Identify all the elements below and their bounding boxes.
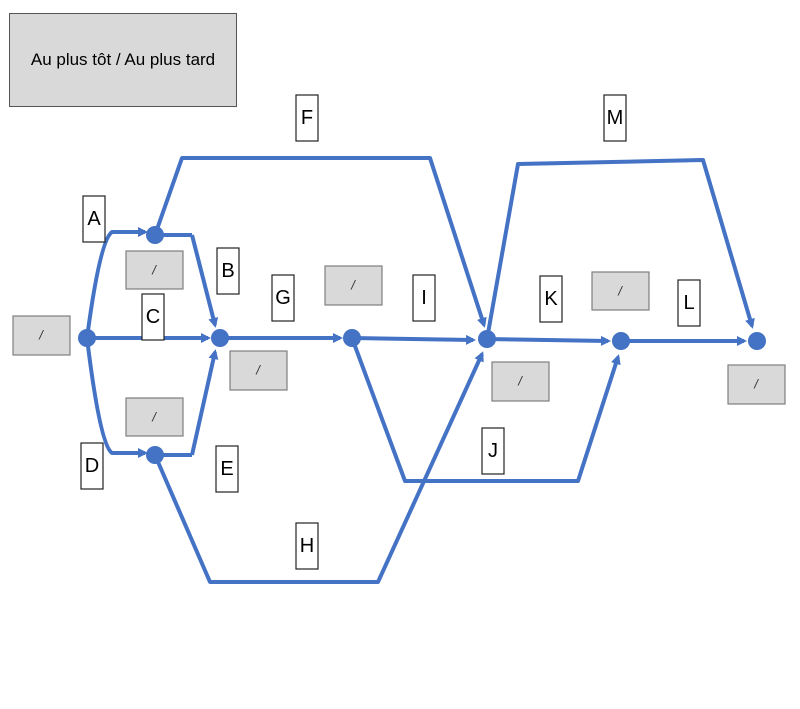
- svg-text:E: E: [220, 458, 233, 480]
- date-box-end[interactable]: /: [727, 364, 786, 405]
- svg-text:K: K: [544, 288, 558, 310]
- label-g: G: [271, 274, 295, 322]
- edge-d: [85, 337, 148, 458]
- node-end: [748, 332, 766, 350]
- svg-text:J: J: [488, 440, 498, 462]
- edge-a: [85, 227, 148, 339]
- date-box-merge-jk[interactable]: /: [591, 271, 650, 311]
- edge-e: [190, 349, 219, 456]
- svg-text:/: /: [517, 374, 523, 389]
- label-d: D: [80, 442, 104, 490]
- label-l: L: [677, 279, 701, 327]
- svg-text:/: /: [617, 284, 623, 299]
- date-box-after-g[interactable]: /: [324, 265, 383, 306]
- svg-text:/: /: [151, 410, 157, 425]
- edge-i: [351, 334, 476, 345]
- date-box-start[interactable]: /: [12, 315, 71, 356]
- svg-text:/: /: [151, 263, 157, 278]
- label-c: C: [141, 293, 165, 341]
- node-merge-jk: [612, 332, 630, 350]
- label-k: K: [539, 275, 563, 323]
- date-box-merge-abcde[interactable]: /: [229, 350, 288, 391]
- label-b: B: [216, 247, 240, 295]
- node-merge-abcde: [211, 329, 229, 347]
- date-box-after-a[interactable]: /: [125, 250, 184, 290]
- node-merge-fhi: [478, 330, 496, 348]
- svg-text:G: G: [275, 287, 291, 309]
- edge-h: [153, 351, 484, 584]
- svg-text:/: /: [255, 363, 261, 378]
- svg-text:D: D: [85, 455, 99, 477]
- svg-text:H: H: [300, 535, 314, 557]
- svg-text:/: /: [753, 377, 759, 392]
- label-j: J: [481, 427, 505, 475]
- label-f: F: [295, 94, 319, 142]
- edge-f: [153, 156, 487, 328]
- svg-text:B: B: [221, 260, 234, 282]
- svg-text:/: /: [350, 278, 356, 293]
- legend-text: Au plus tôt / Au plus tard: [30, 50, 216, 69]
- svg-text:I: I: [421, 287, 427, 309]
- svg-text:M: M: [607, 107, 624, 129]
- label-h: H: [295, 522, 319, 570]
- label-e: E: [215, 445, 239, 493]
- label-a: A: [82, 195, 106, 243]
- svg-text:A: A: [87, 208, 101, 230]
- label-m: M: [603, 94, 627, 142]
- svg-text:C: C: [146, 306, 160, 328]
- date-box-merge-fhi[interactable]: /: [491, 361, 550, 402]
- label-i: I: [412, 274, 436, 322]
- edge-m: [485, 158, 755, 340]
- svg-text:L: L: [683, 292, 694, 314]
- legend-box: Au plus tôt / Au plus tard: [9, 13, 237, 107]
- edge-b: [190, 234, 219, 328]
- date-box-after-d[interactable]: /: [125, 397, 184, 437]
- edge-j: [350, 337, 621, 483]
- node-after-g: [343, 329, 361, 347]
- svg-text:F: F: [301, 107, 313, 129]
- edge-k: [486, 335, 611, 346]
- node-after-d: [146, 446, 164, 464]
- svg-text:/: /: [38, 328, 44, 343]
- node-after-a: [146, 226, 164, 244]
- node-start: [78, 329, 96, 347]
